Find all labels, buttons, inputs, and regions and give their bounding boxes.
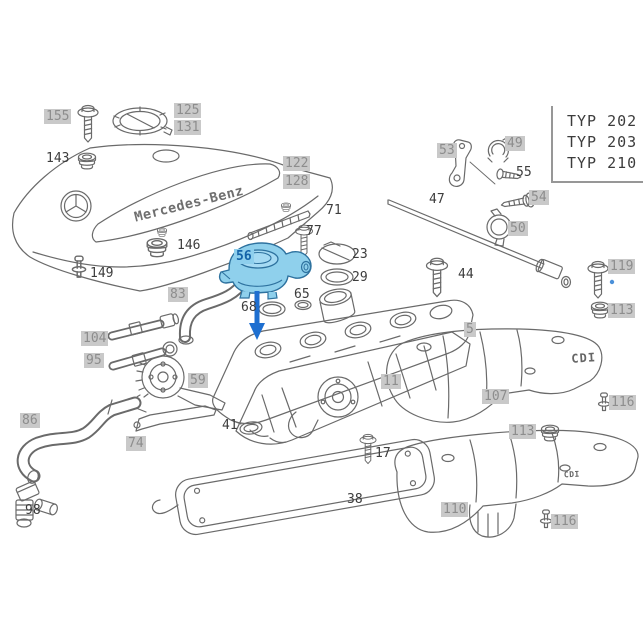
screw-155 — [77, 104, 99, 143]
part-label-53-24: 53 — [437, 143, 457, 158]
part-label-47-23: 47 — [429, 192, 445, 207]
seal-ring-41 — [235, 421, 263, 435]
clamp-49 — [487, 136, 509, 163]
guide-rod-47 — [387, 199, 572, 289]
nut-113-lower — [540, 424, 560, 442]
bracket-53 — [448, 139, 496, 187]
pointer-arrow — [249, 291, 265, 340]
rail-71 — [247, 210, 311, 241]
fitting-98 — [15, 480, 58, 528]
cover-110-badge: CDI — [564, 470, 580, 480]
trim-cover-110: CDI — [394, 429, 639, 538]
hose-86 — [16, 396, 142, 484]
part-label-74-20: 74 — [126, 436, 146, 451]
screw-119 — [587, 260, 609, 299]
part-label-49-25: 49 — [505, 136, 525, 151]
gasket-38 — [151, 438, 435, 536]
oil-separator-59 — [133, 355, 226, 413]
cap-23 — [318, 241, 356, 265]
part-label-107-34: 107 — [482, 389, 510, 404]
seal-ring-65 — [294, 299, 312, 311]
clip-149 — [71, 255, 87, 278]
part-label-56-10: 56 — [234, 249, 254, 264]
part-label-55-26: 55 — [516, 165, 532, 180]
part-label-44-29: 44 — [458, 267, 474, 282]
type-plate-line: TYP 210 — [567, 154, 638, 172]
part-label-131-3: 131 — [174, 120, 202, 135]
seal-ring-29 — [320, 268, 354, 286]
clip-116-upper — [597, 392, 611, 412]
artifact-dot — [609, 279, 615, 285]
part-label-5-32: 5 — [464, 322, 476, 337]
part-label-65-13: 65 — [294, 287, 310, 302]
part-label-122-4: 122 — [283, 156, 311, 171]
part-label-71-8: 71 — [326, 203, 342, 218]
part-label-155-0: 155 — [44, 109, 72, 124]
cylinder-head-11 — [235, 331, 471, 445]
part-label-113-36: 113 — [509, 424, 537, 439]
part-label-38-38: 38 — [347, 492, 363, 507]
clamp-50 — [486, 208, 512, 247]
cover-107-badge: CDI — [571, 350, 597, 366]
oil-filler-cap — [112, 106, 173, 136]
pipe-95 — [108, 341, 178, 371]
part-label-83-15: 83 — [168, 287, 188, 302]
part-label-116-40: 116 — [551, 514, 579, 529]
part-label-77-9: 77 — [306, 224, 322, 239]
seal-ring-68 — [258, 301, 286, 317]
part-label-104-16: 104 — [81, 331, 109, 346]
grommet-143 — [77, 152, 97, 170]
part-label-143-1: 143 — [46, 151, 70, 166]
part-label-128-5: 128 — [283, 174, 311, 189]
part-label-149-7: 149 — [90, 266, 114, 281]
part-label-110-39: 110 — [441, 502, 469, 517]
part-label-146-6: 146 — [177, 238, 201, 253]
part-label-116-35: 116 — [609, 395, 637, 410]
part-label-59-18: 59 — [188, 373, 208, 388]
part-label-86-19: 86 — [20, 413, 40, 428]
part-label-113-31: 113 — [608, 303, 636, 318]
grommet-146 — [146, 237, 168, 258]
type-plate-line: TYP 202 — [567, 112, 638, 130]
engine-cover-badge: Mercedes-Benz — [133, 183, 246, 226]
pipe-104 — [107, 313, 180, 341]
part-label-98-22: 98 — [25, 503, 41, 518]
part-label-29-12: 29 — [352, 270, 368, 285]
mercedes-star-icon — [65, 194, 87, 213]
part-label-17-37: 17 — [375, 446, 391, 461]
grommet-113-right — [590, 301, 610, 319]
wire-bracket-74 — [133, 405, 217, 432]
part-label-41-21: 41 — [222, 418, 238, 433]
part-label-125-2: 125 — [174, 103, 202, 118]
part-label-119-30: 119 — [608, 259, 636, 274]
type-plate: TYP 202 TYP 203 TYP 210 — [551, 106, 643, 183]
part-label-23-11: 23 — [352, 247, 368, 262]
part-label-68-14: 68 — [241, 300, 257, 315]
screw-55 — [496, 168, 522, 180]
type-plate-line: TYP 203 — [567, 133, 638, 151]
part-label-50-28: 50 — [508, 221, 528, 236]
part-label-11-33: 11 — [381, 374, 401, 389]
screw-44 — [425, 257, 449, 298]
part-label-95-17: 95 — [84, 353, 104, 368]
clip-116-lower — [539, 509, 553, 529]
trim-cover-107: CDI — [386, 328, 603, 423]
part-label-54-27: 54 — [529, 190, 549, 205]
